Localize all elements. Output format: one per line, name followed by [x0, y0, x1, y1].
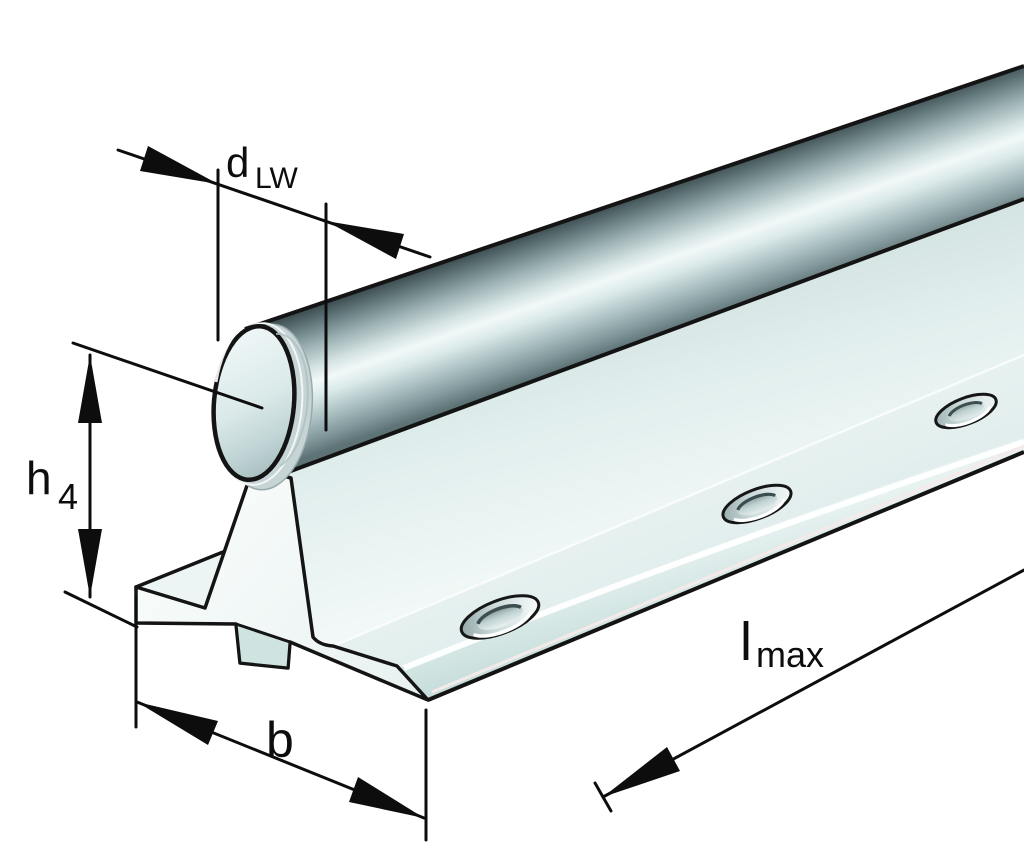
- dim-h4-ext-bottom: [63, 590, 139, 629]
- dim-b-arrow-left: [137, 702, 218, 745]
- rail-riser-right-slope: [272, 200, 1024, 646]
- dim-dlw-label: d: [226, 139, 249, 186]
- rail-left-flange-outer-edge: [134, 550, 225, 589]
- rail-bottom-edge: [427, 450, 1024, 702]
- shaft-end-highlight: [214, 326, 242, 383]
- rail-left-flange-top: [136, 552, 223, 608]
- shaft: [211, 64, 1024, 491]
- dim-h4-label: h: [26, 452, 52, 504]
- rail-base-top-surface: [333, 355, 1024, 668]
- mounting-hole-front: [459, 594, 541, 640]
- rail-bottom-groove: [234, 622, 292, 670]
- dimension-labels: d LW h 4 b l max: [26, 139, 824, 768]
- dim-h4-ext-top: [71, 341, 264, 410]
- mounting-hole-far: [934, 392, 998, 430]
- dim-b-label: b: [266, 712, 294, 768]
- rail-base-front-face: [400, 438, 1024, 700]
- shaft-body: [245, 66, 1024, 478]
- dim-rail-height: [63, 341, 264, 629]
- dim-b-arrow-right: [349, 777, 424, 818]
- rail-lower-highlight: [431, 444, 1024, 694]
- dim-dlw-label-sub: LW: [255, 162, 298, 195]
- dim-h4-arrow-top: [78, 355, 102, 423]
- dim-lmax-arrow: [603, 747, 680, 797]
- dim-h4-arrow-bottom: [78, 529, 102, 597]
- dim-dlw-arrow-right: [326, 221, 404, 259]
- rail-fillet-highlight: [332, 353, 1024, 648]
- dim-base-width: [134, 596, 428, 842]
- dim-max-length: [593, 568, 1024, 813]
- shaft-bottom-edge: [271, 197, 1024, 480]
- shaft-end-inner-arc: [275, 332, 309, 467]
- dim-dlw-arrow-left: [140, 146, 218, 184]
- dim-lmax-label-sub: max: [756, 634, 824, 675]
- shaft-top-edge: [244, 64, 1024, 331]
- dim-h4-label-sub: 4: [58, 476, 78, 517]
- dim-lmax-label: l: [740, 612, 752, 672]
- mounting-hole-middle: [721, 483, 793, 525]
- dimension-annotations: [63, 146, 1024, 842]
- support-rail: [134, 200, 1024, 702]
- shaft-end-face: [211, 323, 297, 483]
- dim-shaft-diameter: [116, 146, 432, 432]
